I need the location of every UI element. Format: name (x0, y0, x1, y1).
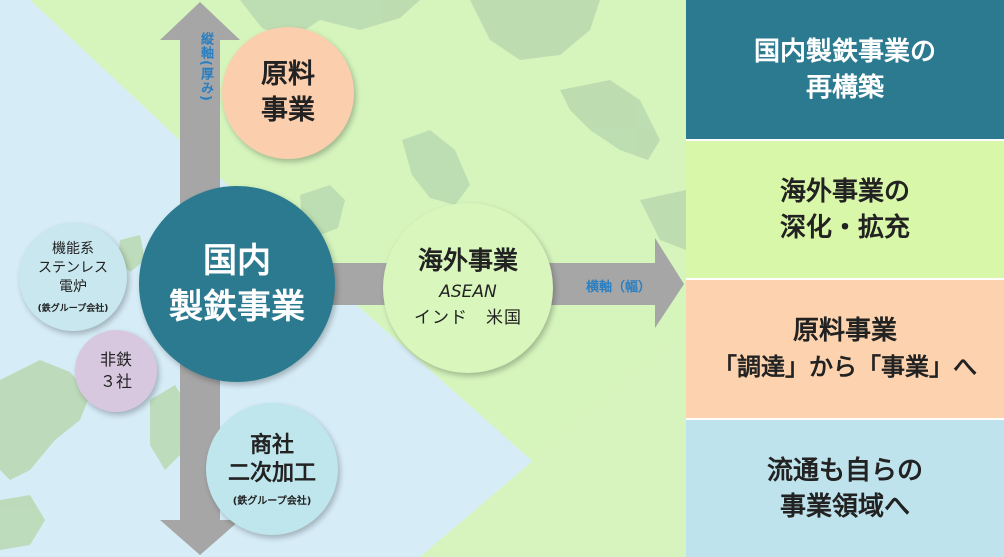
center-line1: 国内 (203, 241, 271, 281)
functional-line1: 機能系 (52, 241, 94, 257)
strategy-panel: 国内製鉄事業の 再構築 海外事業の 深化・拡充 原料事業 「調達」から「事業」へ… (686, 0, 1004, 557)
domestic-steel-circle: 国内 製鉄事業 (139, 186, 335, 382)
panel-box-distribution: 流通も自らの 事業領域へ (686, 420, 1004, 557)
panel-box-overseas: 海外事業の 深化・拡充 (686, 141, 1004, 278)
overseas-title: 海外事業 (417, 246, 518, 275)
box3-line2: 「調達」から「事業」へ (713, 353, 977, 381)
vertical-axis-label: 縦軸(厚み) (198, 32, 213, 102)
raw-line2: 事業 (261, 95, 315, 126)
panel-box-domestic: 国内製鉄事業の 再構築 (686, 0, 1004, 139)
raw-materials-circle: 原料 事業 (222, 27, 354, 159)
box3-line1: 原料事業 (792, 316, 897, 346)
functional-line2: ステンレス (38, 260, 108, 276)
panel-box-raw: 原料事業 「調達」から「事業」へ (686, 280, 1004, 418)
box2-line2: 深化・拡充 (779, 212, 910, 243)
box4-line1: 流通も自らの (766, 455, 923, 486)
functional-circle: 機能系 ステンレス 電炉 (鉄グループ会社) (19, 223, 127, 331)
overseas-circle: 海外事業 ASEAN インド 米国 (383, 203, 553, 373)
center-line2: 製鉄事業 (169, 287, 305, 327)
raw-line1: 原料 (261, 59, 315, 90)
trading-circle: 商社 二次加工 (鉄グループ会社) (206, 403, 338, 535)
nonferrous-line1: 非鉄 (99, 350, 132, 369)
nonferrous-line2: ３社 (99, 372, 132, 391)
nonferrous-circle: 非鉄 ３社 (75, 330, 157, 412)
map-background: 縦軸(厚み) 横軸（幅） 原料 事業 海外事業 ASEAN インド 米国 商社 … (0, 0, 686, 557)
box1-line2: 再構築 (805, 72, 884, 103)
horizontal-axis-label: 横軸（幅） (586, 280, 652, 295)
overseas-region-india-us: インド 米国 (414, 308, 522, 328)
trading-line2: 二次加工 (227, 460, 316, 486)
box4-line2: 事業領域へ (779, 491, 910, 522)
trading-line1: 商社 (249, 432, 294, 458)
box1-line1: 国内製鉄事業の (753, 36, 936, 67)
overseas-region-asean: ASEAN (439, 282, 497, 302)
trading-note: (鉄グループ会社) (232, 495, 312, 507)
functional-line3: 電炉 (59, 279, 87, 295)
functional-note: (鉄グループ会社) (37, 304, 109, 314)
box2-line1: 海外事業の (779, 176, 910, 207)
